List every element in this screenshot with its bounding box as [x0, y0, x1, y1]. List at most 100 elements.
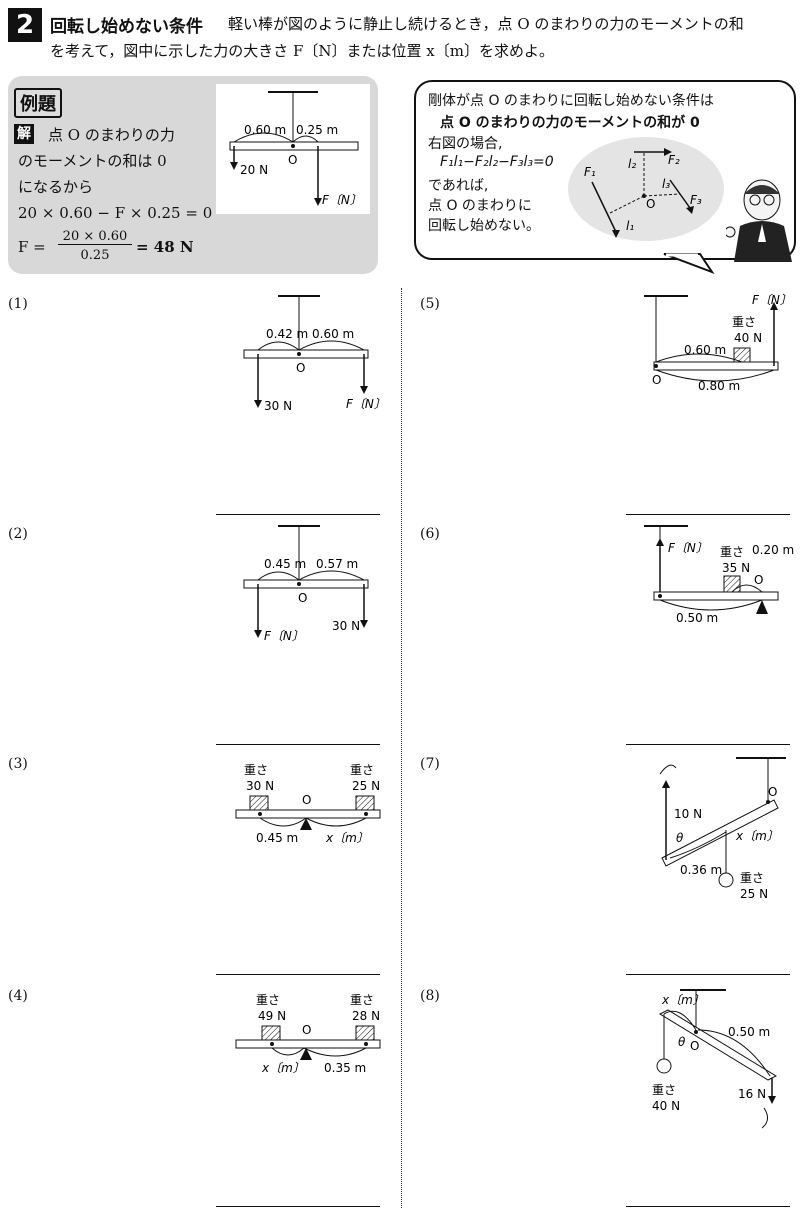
p8-v: 40 N: [652, 1099, 680, 1113]
instruction-line-1: 軽い棒が図のように静止し続けるとき，点 O のまわりの力のモーメントの和: [228, 15, 744, 33]
p6-v: 35 N: [722, 561, 750, 575]
p1-o: O: [296, 361, 305, 375]
p7-theta: θ: [676, 831, 684, 845]
p8-o: O: [690, 1039, 699, 1053]
p6-w: 重さ: [720, 545, 744, 559]
separator-left-3: [216, 974, 380, 975]
separator-left-4: [216, 1206, 380, 1207]
p4-d2: 0.35 m: [324, 1061, 366, 1075]
p1-f1: 30 N: [264, 399, 292, 413]
problem-6-figure: F〔N〕 重さ 35 N O 0.20 m 0.50 m: [644, 525, 794, 625]
example-frac-num: 20 × 0.60: [58, 229, 132, 245]
bubble-line-1: 剛体が点 O のまわりに回転し始めない条件は: [428, 93, 714, 109]
p3-o: O: [302, 793, 311, 807]
p1-f2: F〔N〕: [346, 397, 386, 411]
p1-d2: 0.60 m: [312, 327, 354, 341]
bubble-line-2: 点 O のまわりの力のモーメントの和が 0: [440, 115, 700, 131]
p6-d2: 0.50 m: [676, 611, 718, 625]
example-fig-o: O: [288, 153, 297, 167]
teacher-illustration: [726, 179, 792, 262]
section-number-badge: 2: [8, 8, 42, 42]
example-eq2-lhs: F =: [18, 238, 46, 256]
p7-d2: x〔m〕: [735, 829, 779, 843]
diagram-f1: F₁: [584, 165, 596, 179]
p4-o: O: [302, 1023, 311, 1037]
example-figure: 0.60 m 0.25 m O 20 N F〔N〕: [216, 84, 370, 214]
diagram-f3: F₃: [690, 193, 702, 207]
example-frac-den: 0.25: [80, 248, 110, 263]
diagram-o: O: [646, 197, 655, 211]
p5-v: 40 N: [734, 331, 762, 345]
p3-v1: 30 N: [246, 779, 274, 793]
p3-d1: 0.45 m: [256, 831, 298, 845]
separator-right-2: [626, 744, 790, 745]
diagram-f2: F₂: [668, 153, 680, 167]
problem-number-7: (7): [420, 756, 440, 772]
p8-w: 重さ: [652, 1083, 676, 1097]
problem-4-figure: 重さ 49 N 重さ 28 N O x〔m〕 0.35 m: [235, 993, 381, 1075]
separator-right-1: [626, 514, 790, 515]
problem-number-1: (1): [8, 296, 28, 312]
p6-f: F〔N〕: [668, 541, 708, 555]
example-badge: 例題: [14, 88, 62, 118]
separator-right-4: [626, 1206, 790, 1207]
p2-d2: 0.57 m: [316, 557, 358, 571]
bubble-line-4: F₁l₁−F₂l₂−F₃l₃=0: [440, 154, 554, 170]
p5-d2: 0.80 m: [698, 379, 740, 393]
p4-d1: x〔m〕: [261, 1061, 305, 1075]
p5-w: 重さ: [732, 315, 756, 329]
example-equation-1: 20 × 0.60 − F × 0.25 = 0: [18, 204, 213, 222]
example-line-2: のモーメントの和は 0: [18, 152, 167, 170]
p2-f1: F〔N〕: [264, 629, 304, 643]
problem-8-figure: x〔m〕 0.50 m O θ 重さ 40 N 16 N: [652, 989, 778, 1129]
problem-2-figure: 0.45 m 0.57 m O F〔N〕 30 N: [243, 525, 369, 643]
example-fig-f1: 20 N: [240, 163, 268, 177]
problem-number-3: (3): [8, 756, 28, 772]
diagram-l3: l₃: [662, 177, 670, 191]
bubble-line-3: 右図の場合,: [428, 136, 503, 152]
p5-f: F〔N〕: [752, 293, 792, 307]
solution-badge: 解: [14, 124, 34, 144]
p3-w2: 重さ: [350, 763, 374, 777]
problem-7-figure: 10 N θ 0.36 m x〔m〕 O 重さ 25 N: [659, 757, 786, 901]
p2-d1: 0.45 m: [264, 557, 306, 571]
p3-w1: 重さ: [244, 763, 268, 777]
bubble-line-5: であれば,: [428, 178, 489, 194]
moment-diagram: F₁ F₂ F₃ l₁ l₂ l₃ O: [568, 137, 724, 241]
p2-o: O: [298, 591, 307, 605]
p3-d2: x〔m〕: [325, 831, 369, 845]
example-fig-d2: 0.25 m: [296, 123, 338, 137]
p6-o: O: [754, 573, 763, 587]
p7-o: O: [768, 785, 777, 799]
p8-f: 16 N: [738, 1087, 766, 1101]
example-answer: = 48 N: [136, 238, 194, 256]
p1-d1: 0.42 m: [266, 327, 308, 341]
section-title: 回転し始めない条件: [50, 17, 203, 37]
p2-f2: 30 N: [332, 619, 360, 633]
example-line-3: になるから: [18, 178, 94, 196]
problem-number-5: (5): [420, 296, 440, 312]
column-divider: [401, 288, 402, 1208]
problem-number-8: (8): [420, 988, 440, 1004]
problem-number-6: (6): [420, 526, 440, 542]
p4-w1: 重さ: [256, 993, 280, 1007]
p8-theta: θ: [678, 1035, 686, 1049]
problem-1-figure: 0.42 m 0.60 m O 30 N F〔N〕: [243, 295, 386, 413]
diagram-l1: l₁: [626, 219, 634, 233]
p4-v2: 28 N: [352, 1009, 380, 1023]
instruction-line-2: を考えて，図中に示した力の大きさ F〔N〕または位置 x〔m〕を求めよ。: [50, 42, 554, 60]
p5-o: O: [652, 373, 661, 387]
p4-v1: 49 N: [258, 1009, 286, 1023]
example-line-1: 点 O のまわりの力: [48, 126, 175, 144]
bubble-line-6: 点 O のまわりに: [428, 198, 532, 214]
p3-v2: 25 N: [352, 779, 380, 793]
p8-d2: 0.50 m: [728, 1025, 770, 1039]
separator-left-1: [216, 514, 380, 515]
p4-w2: 重さ: [350, 993, 374, 1007]
separator-right-3: [626, 974, 790, 975]
p5-d1: 0.60 m: [684, 343, 726, 357]
p7-w: 重さ: [740, 871, 764, 885]
separator-left-2: [216, 744, 380, 745]
example-fig-d1: 0.60 m: [244, 123, 286, 137]
bubble-tail: [663, 253, 715, 274]
